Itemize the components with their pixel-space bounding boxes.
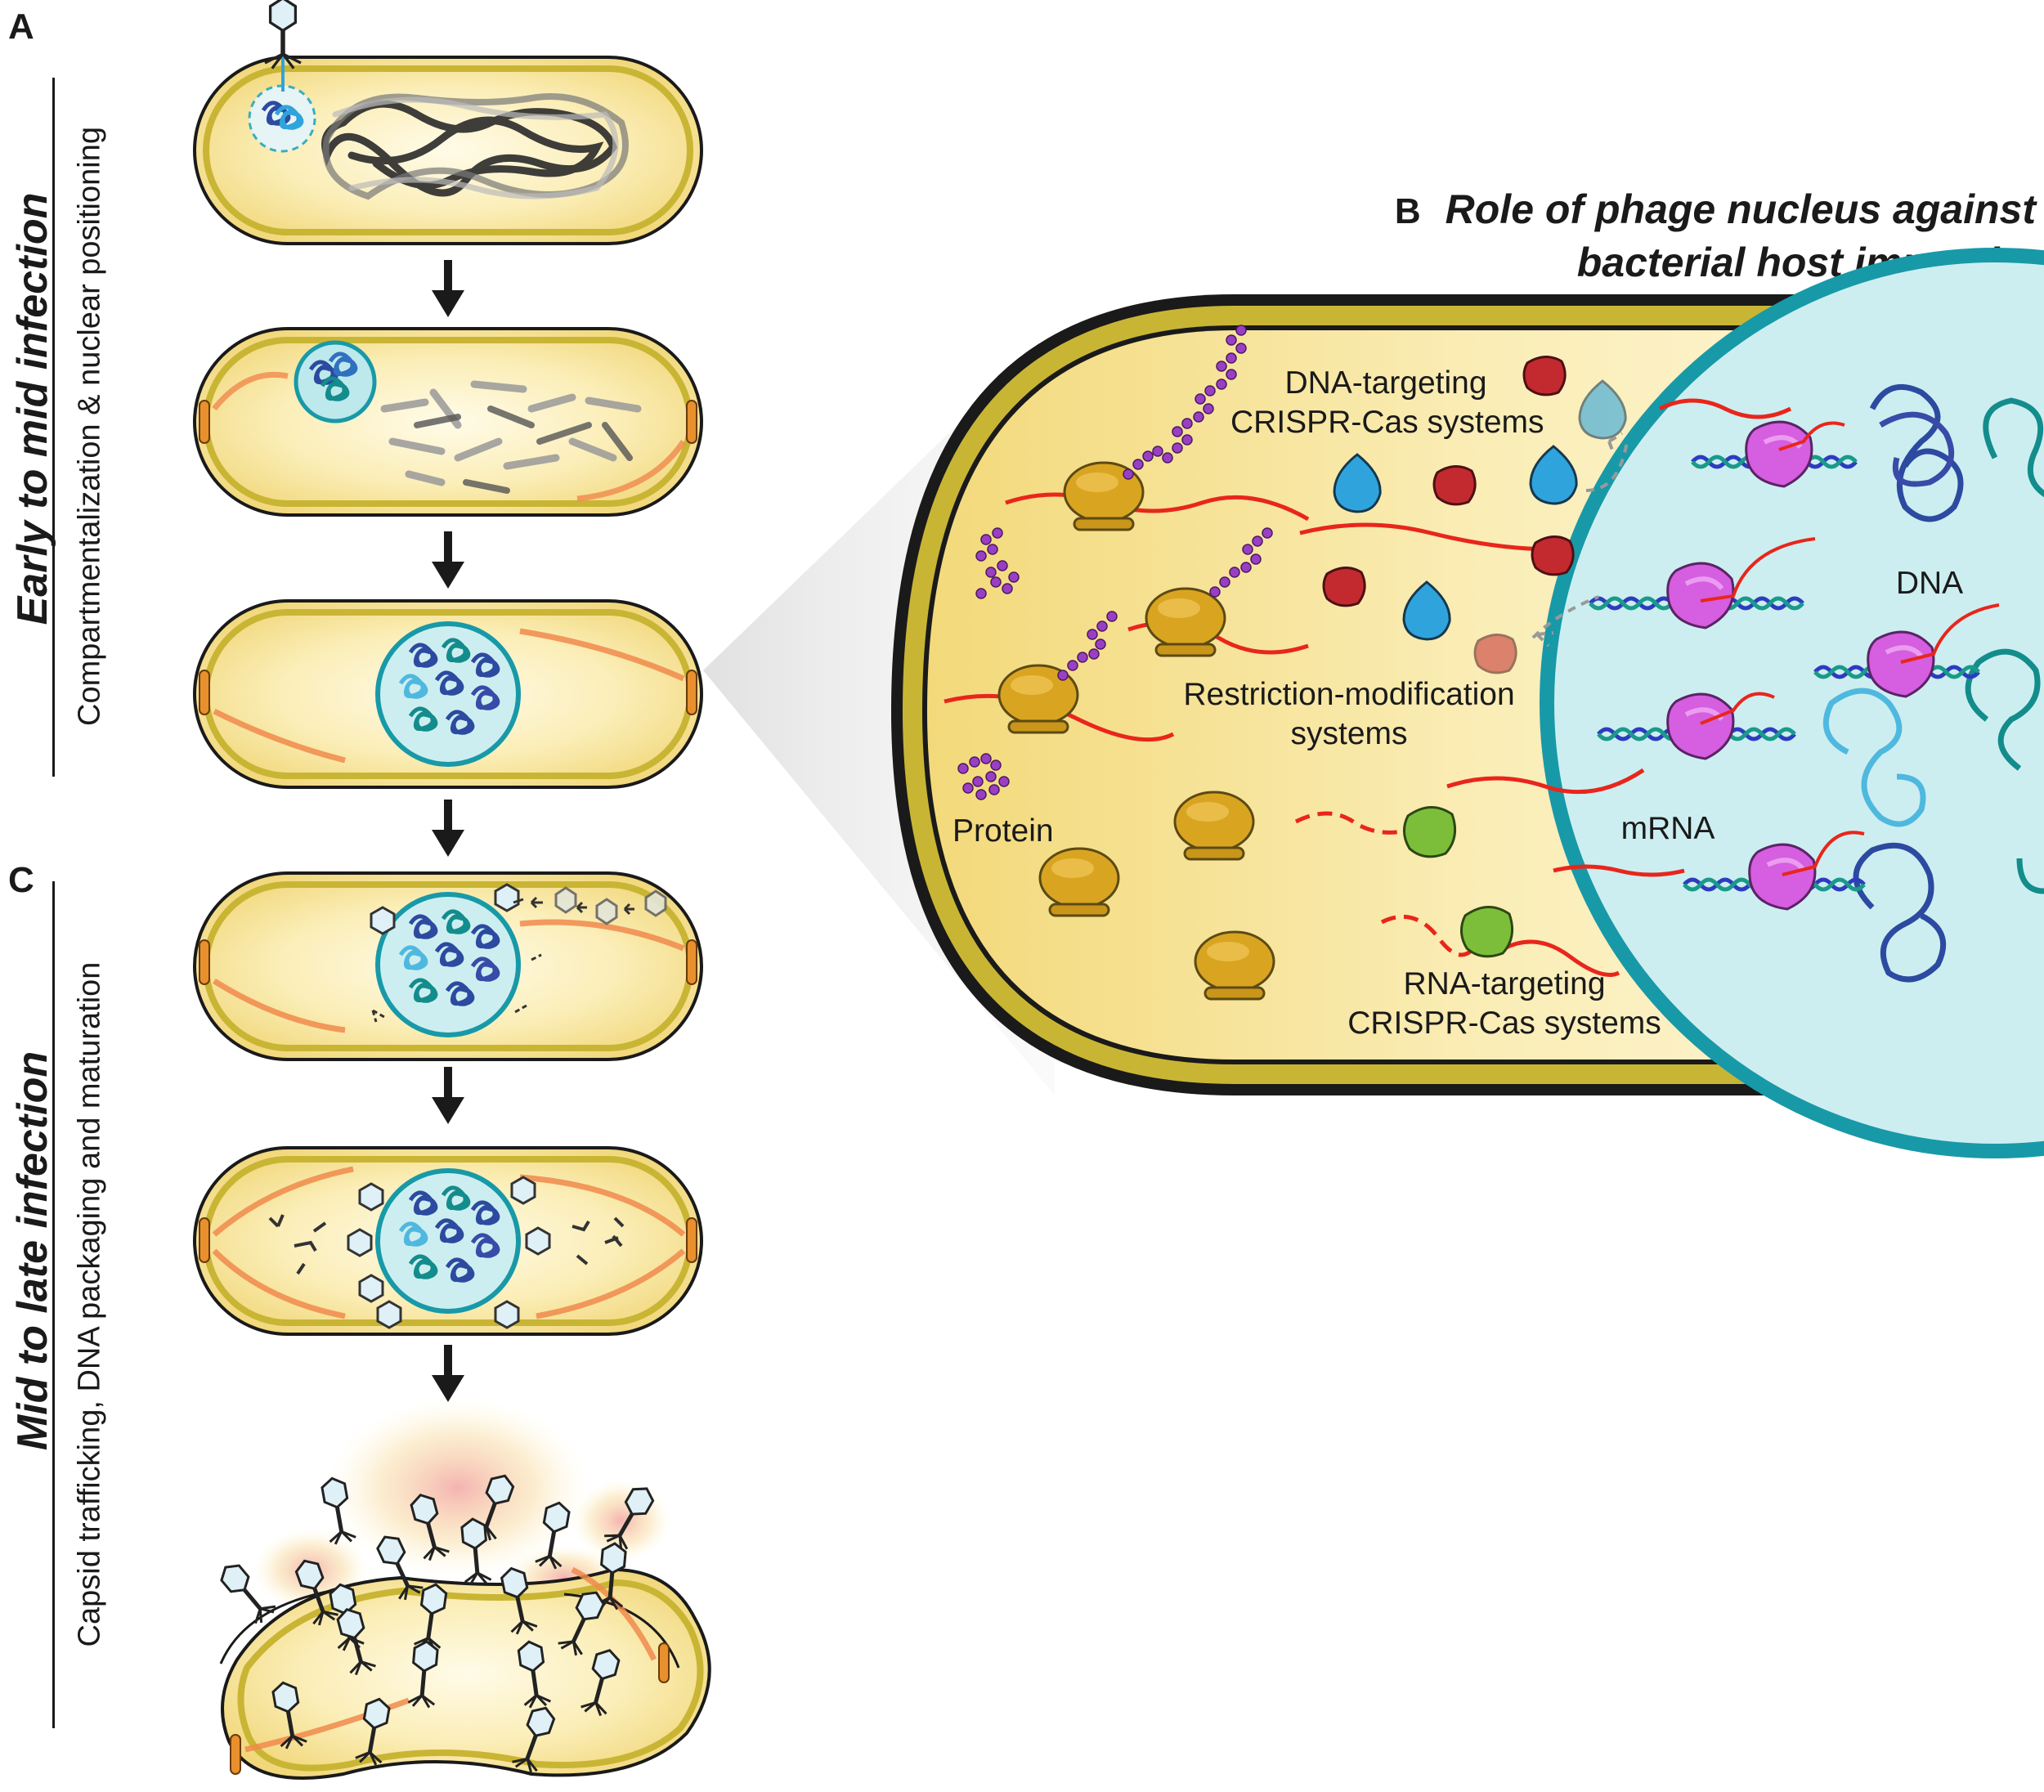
mrna-label: mRNA bbox=[1620, 811, 1715, 846]
stage-arrows bbox=[432, 260, 464, 1402]
cell-3-nuclear-positioning bbox=[193, 599, 703, 789]
rna-crispr-label-line1: RNA-targeting bbox=[1403, 966, 1606, 1001]
panel-b-title-line1: Role of phage nucleus against bbox=[1445, 186, 2036, 232]
panel-a-letter: A bbox=[8, 7, 34, 47]
rna-crispr-label: RNA-targeting CRISPR-Cas systems bbox=[1325, 965, 1684, 1043]
cell-5-dna-packaging bbox=[193, 1146, 703, 1336]
protein-label: Protein bbox=[953, 813, 1054, 849]
panel-b-letter: B bbox=[1394, 191, 1421, 231]
rm-systems-label: Restriction-modification systems bbox=[1145, 675, 1553, 754]
cell-2-compartmentalization bbox=[193, 327, 703, 517]
panel-c-letter: C bbox=[8, 860, 34, 900]
rm-systems-label-line1: Restriction-modification bbox=[1183, 677, 1515, 712]
cell-1-injection bbox=[193, 0, 703, 245]
dna-crispr-label-line2: CRISPR-Cas systems bbox=[1230, 405, 1544, 440]
cell-6-lysis bbox=[216, 1398, 711, 1780]
mrna-strands bbox=[944, 398, 1792, 977]
panel-b-zoomed-cell bbox=[891, 248, 2044, 1158]
cell-4-capsid-trafficking bbox=[193, 871, 703, 1061]
rna-crispr-label-line2: CRISPR-Cas systems bbox=[1347, 1006, 1661, 1041]
transcription-complexes bbox=[1589, 422, 2000, 909]
blocked-arrows bbox=[1531, 432, 1629, 647]
dna-crispr-label: DNA-targeting CRISPR-Cas systems bbox=[1230, 364, 1544, 442]
late-divider bbox=[52, 881, 55, 1728]
dna-label: DNA bbox=[1895, 566, 1964, 601]
protein-chains bbox=[957, 325, 1273, 800]
dna-crispr-label-line1: DNA-targeting bbox=[1284, 365, 1487, 401]
early-divider bbox=[52, 78, 55, 777]
rm-systems-label-line2: systems bbox=[1290, 716, 1408, 751]
